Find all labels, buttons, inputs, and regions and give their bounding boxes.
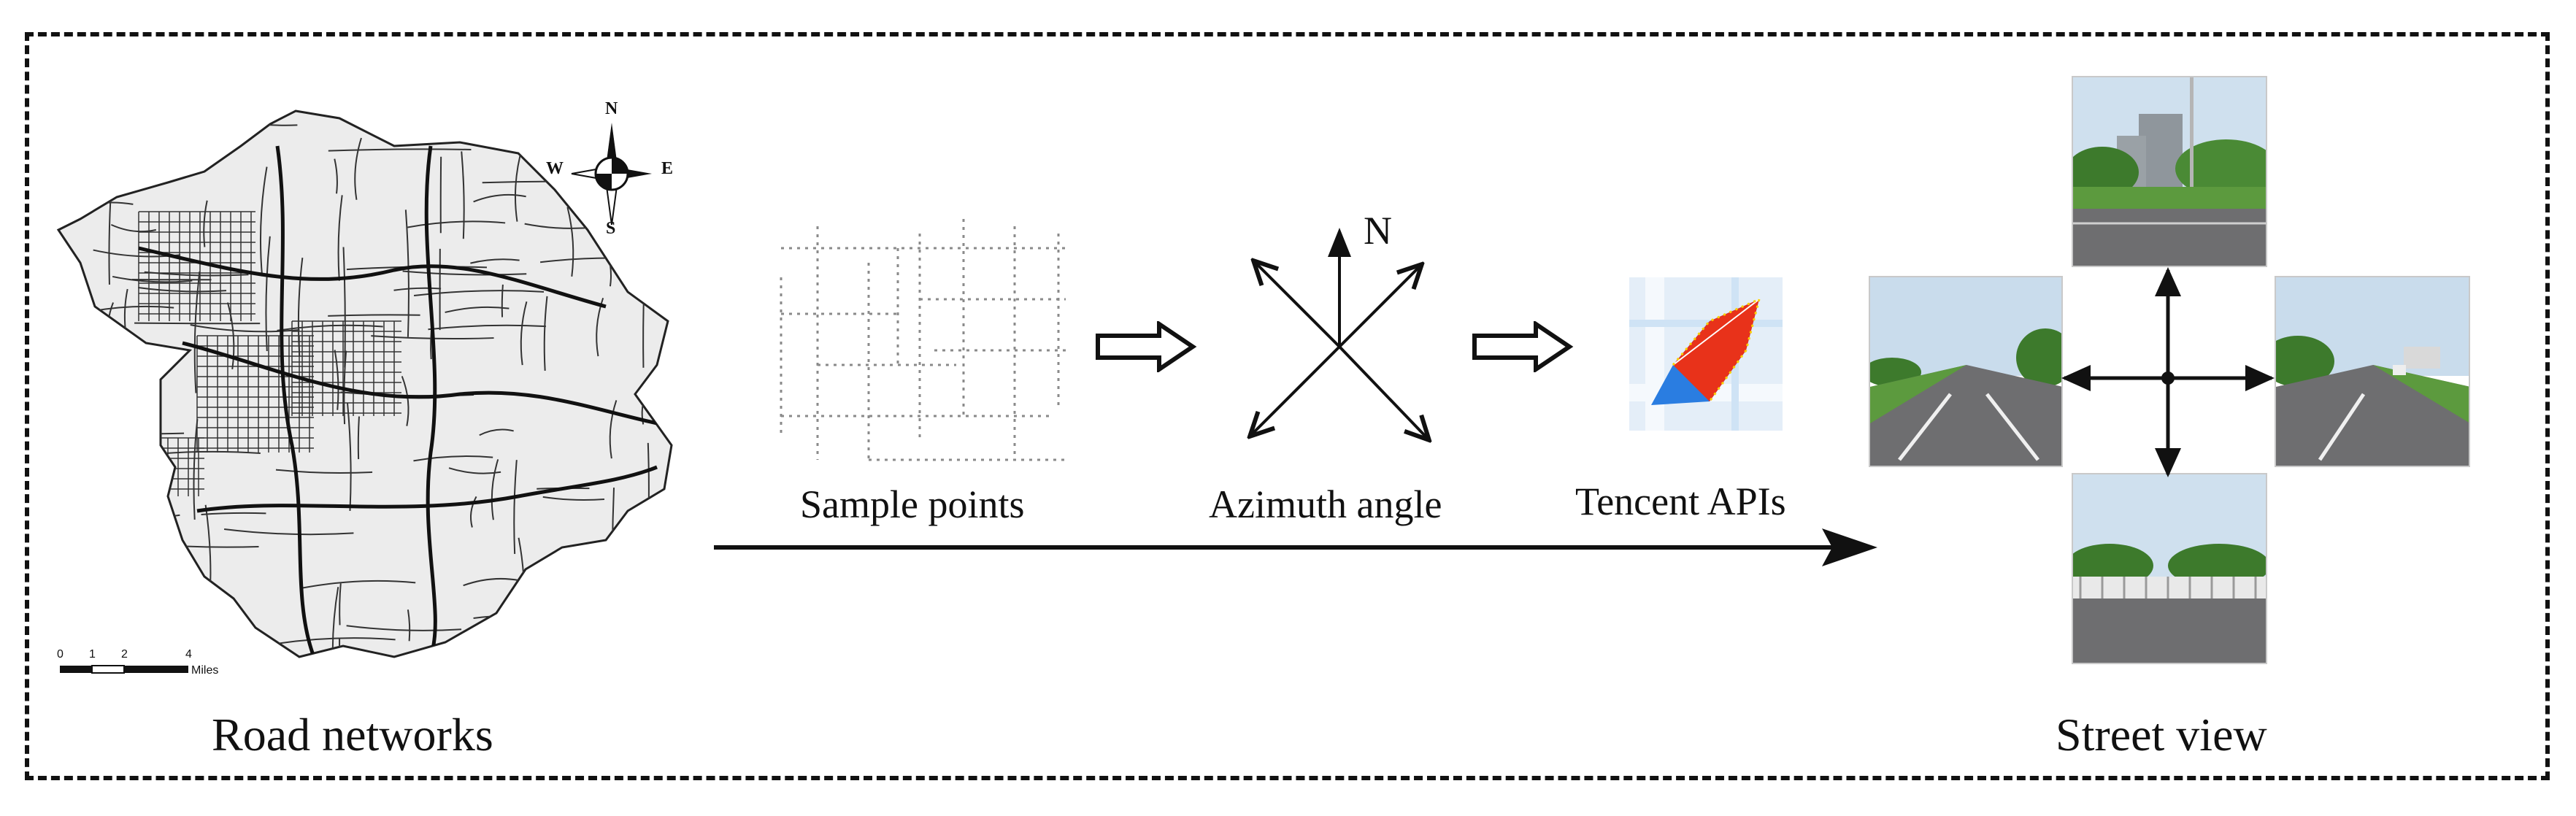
tencent-map-icon <box>1629 277 1783 431</box>
scale-unit: Miles <box>191 664 219 677</box>
long-pipeline-arrow <box>714 528 1877 566</box>
scale-tick-2: 2 <box>121 648 128 661</box>
compass-w-label: W <box>546 159 564 178</box>
scale-bar <box>60 665 188 674</box>
hollow-arrow-2 <box>1472 321 1574 372</box>
street-view-label: Street view <box>2056 709 2267 761</box>
road-network-map <box>57 109 673 658</box>
scale-tick-4: 4 <box>185 648 192 661</box>
azimuth-north-label: N <box>1364 209 1392 253</box>
compass-n-label: N <box>605 99 618 118</box>
street-view-east-photo <box>2275 276 2470 467</box>
north-arrow-compass <box>571 123 652 226</box>
sample-points-label: Sample points <box>800 482 1025 526</box>
scale-tick-0: 0 <box>57 648 64 661</box>
dashed-frame <box>25 32 2550 780</box>
street-view-west-photo <box>1869 276 2063 467</box>
sample-points-grid <box>780 219 1066 461</box>
tencent-apis-label: Tencent APIs <box>1575 480 1786 523</box>
street-view-north-photo <box>2072 76 2267 267</box>
road-networks-label: Road networks <box>212 709 493 761</box>
compass-s-label: S <box>606 219 616 238</box>
hollow-arrow-1 <box>1096 321 1197 372</box>
street-view-south-photo <box>2072 473 2267 664</box>
azimuth-cross <box>1234 228 1445 453</box>
azimuth-angle-label: Azimuth angle <box>1209 482 1442 526</box>
four-direction-arrows <box>2061 267 2275 477</box>
compass-e-label: E <box>661 159 674 178</box>
scale-tick-1: 1 <box>89 648 96 661</box>
